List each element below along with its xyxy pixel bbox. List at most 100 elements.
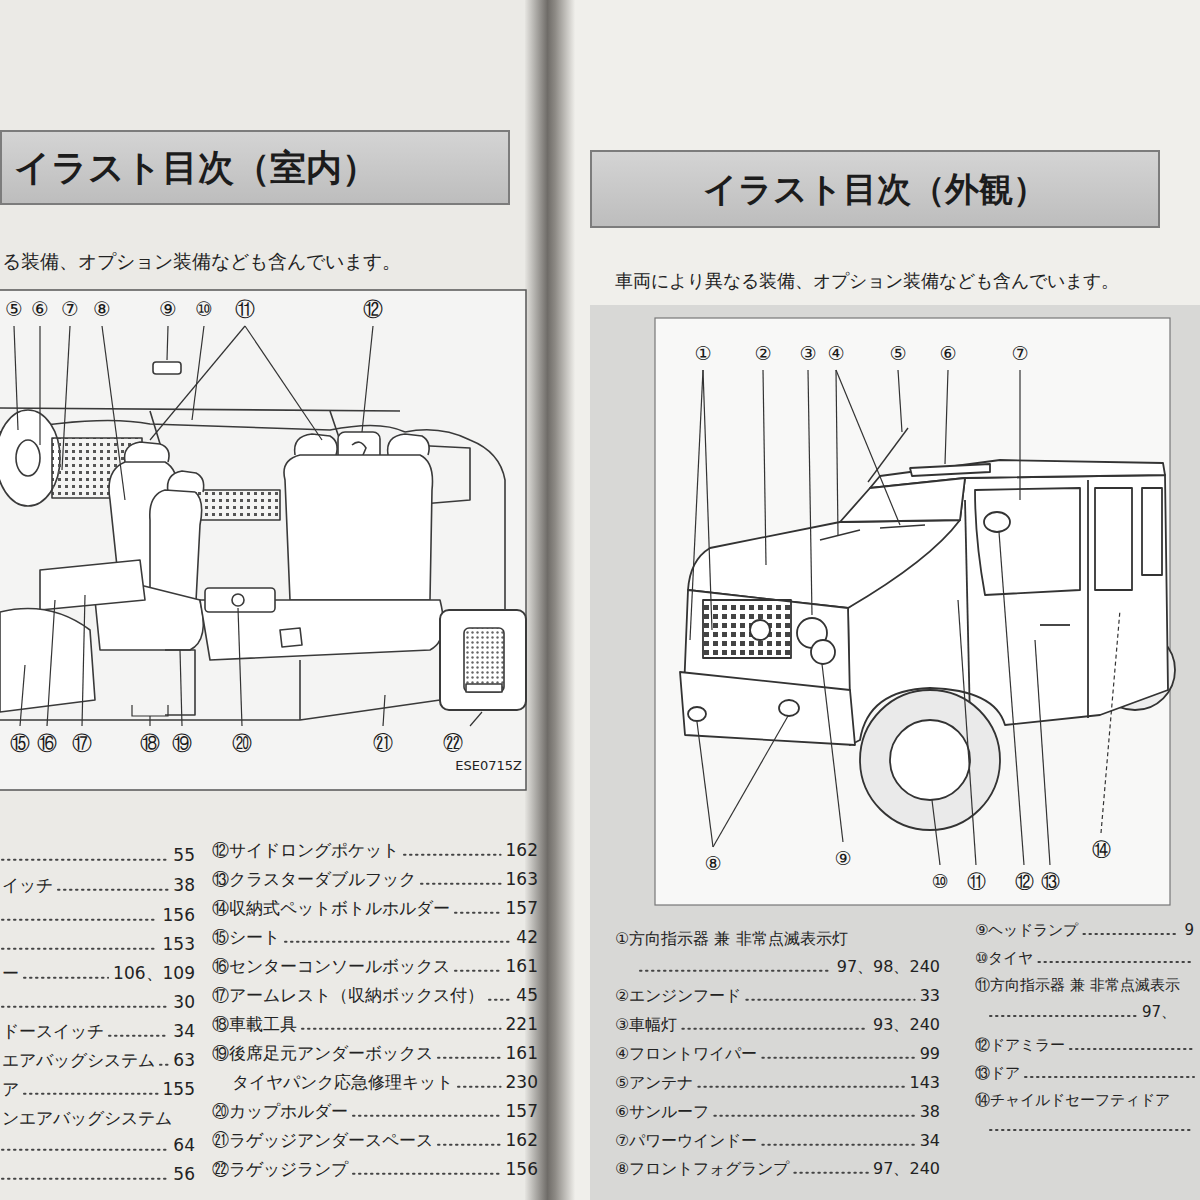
callout-number: ⑩ (931, 870, 948, 893)
callout-number: ⑤ (5, 297, 23, 321)
dot-leader (353, 1115, 501, 1117)
callout-number: ⑥ (939, 342, 956, 365)
page-number: 155 (163, 1079, 195, 1099)
dot-leader (404, 854, 501, 856)
part-name: ⑳カップホルダー (212, 1101, 348, 1121)
part-name: ⑨ヘッドランプ (975, 921, 1078, 939)
callout-number: ⑲ (172, 731, 192, 755)
part-name: ②エンジンフード (615, 986, 741, 1005)
part-name: ⑬クラスターダブルフック (212, 869, 416, 889)
part-name: ドースイッチ (2, 1021, 104, 1041)
part-name: イッチ (2, 875, 53, 895)
callout-number: ⑦ (1011, 342, 1028, 365)
page-number: 157 (506, 1101, 538, 1121)
page-number: 161 (506, 1043, 538, 1063)
part-name: ⑮シート (212, 927, 280, 947)
page-number: 38 (920, 1102, 940, 1121)
dot-leader (2, 1149, 168, 1151)
part-name: ㉑ラゲッジアンダースペース (212, 1130, 433, 1150)
dot-leader (58, 889, 168, 891)
callout-number: ⑮ (10, 731, 30, 755)
dot-leader (353, 1173, 501, 1175)
page-number: 30 (173, 992, 195, 1012)
part-name: ⑰アームレスト（収納ボックス付） (212, 985, 484, 1005)
callout-number: ⑫ (363, 297, 383, 321)
dot-leader (746, 999, 914, 1001)
page-number: 156 (506, 1159, 538, 1179)
dot-leader (698, 1086, 904, 1088)
callout-number: ⑨ (159, 297, 177, 321)
page-number: 143 (909, 1073, 940, 1092)
part-name: ⑪方向指示器 兼 非常点滅表示 (975, 976, 1180, 994)
callout-number: ⑬ (1041, 870, 1060, 893)
part-name: ⑯センターコンソールボックス (212, 956, 450, 976)
callout-number: ① (694, 342, 711, 365)
callout-number: ⑤ (889, 342, 906, 365)
part-name: ④フロントワイパー (615, 1044, 757, 1063)
dot-leader (794, 1172, 868, 1174)
callout-number: ⑧ (93, 297, 111, 321)
callout-number: ⑥ (31, 297, 49, 321)
callout-number: ㉒ (443, 731, 463, 755)
page-number: 162 (506, 1130, 538, 1150)
dot-leader (762, 1057, 914, 1059)
page-number: 153 (163, 934, 195, 954)
part-name: ⑧フロントフォグランプ (615, 1159, 789, 1178)
dot-leader (458, 1086, 501, 1088)
page-number: 157 (506, 898, 538, 918)
dot-leader (682, 1028, 868, 1030)
part-name: ⑭収納式ペットボトルホルダー (212, 898, 450, 918)
dot-leader (2, 859, 168, 861)
part-name: ①方向指示器 兼 非常点滅表示灯 (615, 929, 848, 948)
dot-leader (438, 1144, 501, 1146)
dot-leader (1083, 933, 1179, 935)
page-number: 45 (516, 985, 538, 1005)
dot-leader (2, 948, 158, 950)
dot-leader (2, 1178, 168, 1180)
callout-number: ㉑ (373, 731, 393, 755)
part-name: ⑫ドアミラー (975, 1036, 1065, 1054)
dot-leader (285, 941, 511, 943)
page-number: 64 (173, 1135, 195, 1155)
dot-leader (489, 999, 511, 1001)
dot-leader (1025, 1076, 1194, 1078)
callout-number: ③ (799, 342, 816, 365)
dot-leader (714, 1115, 914, 1117)
callout-number: ⑳ (232, 731, 252, 755)
page-number: 99 (920, 1044, 940, 1063)
heading-text: イラスト目次（室内） (14, 146, 378, 189)
part-name: ンエアバッグシステム (2, 1108, 172, 1128)
figure-code: ESE0715Z (455, 758, 522, 774)
heading-band: イラスト目次（室内） (0, 130, 510, 205)
page-number: 97、240 (873, 1159, 940, 1178)
callout-number: ⑨ (834, 847, 851, 870)
part-name: ⑩タイヤ (975, 949, 1033, 967)
callout-number: ⑭ (1092, 838, 1111, 861)
page-number: 163 (506, 869, 538, 889)
dot-leader (1038, 961, 1194, 963)
callout-number: ⑪ (967, 870, 986, 893)
part-name: エアバッグシステム (2, 1050, 155, 1070)
dot-leader (455, 912, 501, 914)
page-number: 97、98、240 (837, 957, 940, 976)
dot-leader (990, 1015, 1137, 1017)
callout-number: ⑫ (1015, 870, 1034, 893)
part-name: ⑬ドア (975, 1064, 1020, 1082)
page-number: 221 (506, 1014, 538, 1034)
part-name: ⑤アンテナ (615, 1073, 693, 1092)
page-number: 56 (173, 1164, 195, 1184)
dot-leader (640, 970, 832, 972)
callout-number: ⑯ (37, 731, 57, 755)
note: る装備、オプション装備なども含んでいます。 (2, 250, 401, 273)
callout-number: ② (754, 342, 771, 365)
heading-text: イラスト目次（外観） (703, 169, 1047, 210)
page-number: 42 (516, 927, 538, 947)
part-name: ㉒ラゲッジランプ (212, 1159, 348, 1179)
dot-leader (109, 1035, 168, 1037)
page-number: 33 (920, 986, 940, 1005)
page-number: 93、240 (873, 1015, 940, 1034)
part-name: ⑫サイドロングポケット (212, 840, 399, 860)
callout-number: ⑩ (195, 297, 213, 321)
callout-number: ⑧ (704, 852, 721, 875)
